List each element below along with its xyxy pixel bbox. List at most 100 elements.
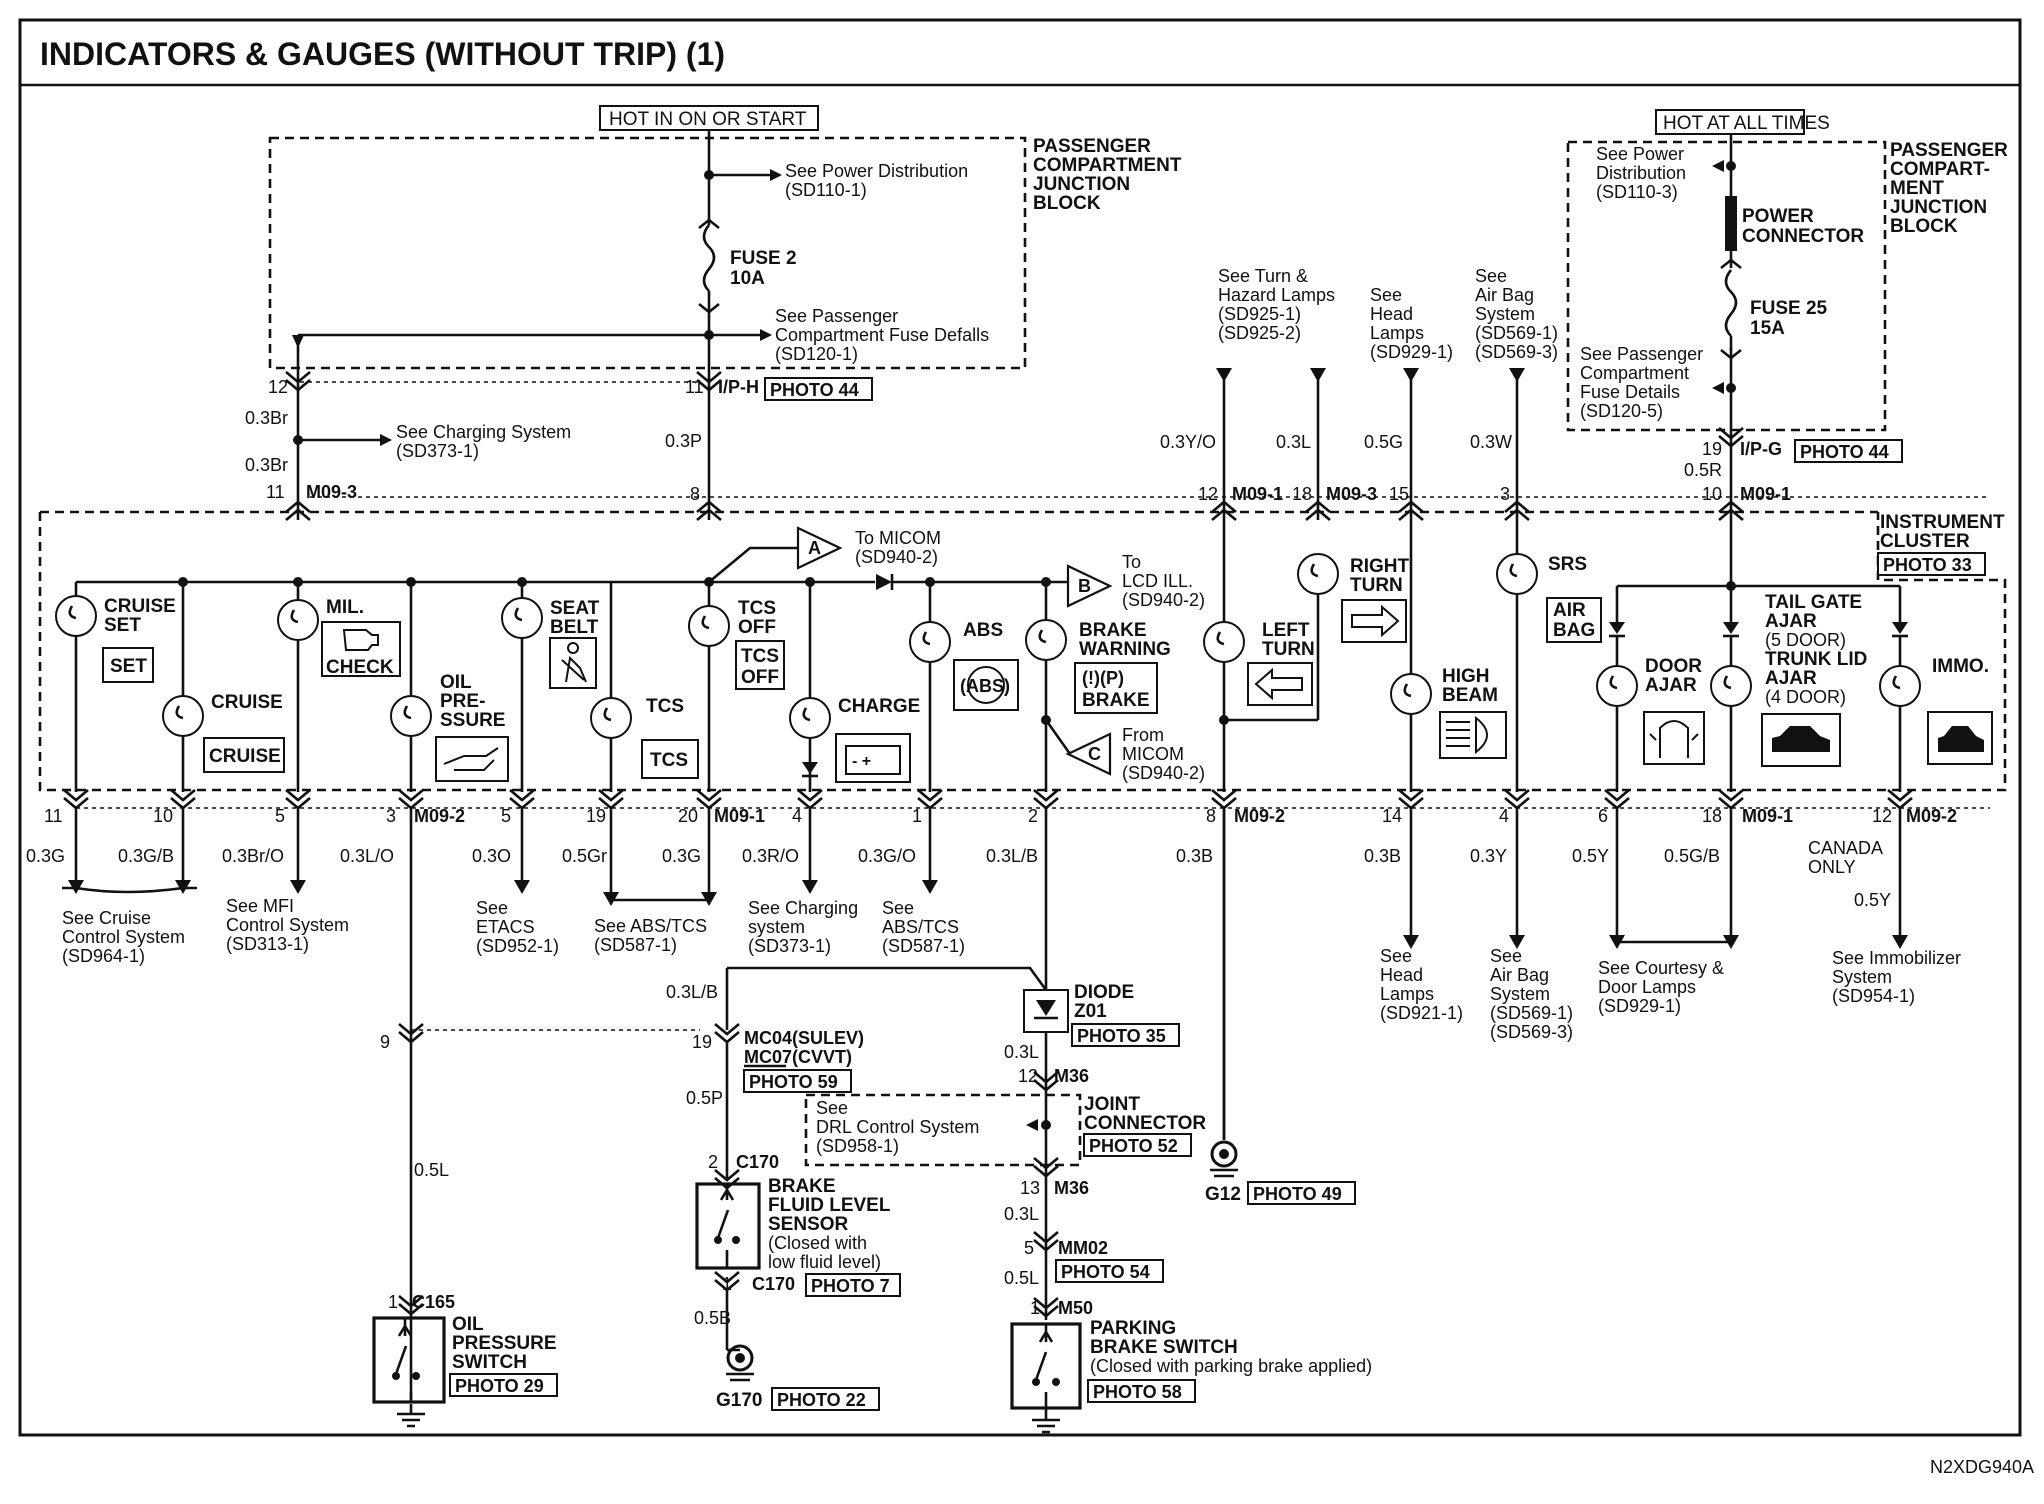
- joint-connector-label-1: JOINT: [1084, 1094, 1140, 1115]
- power-connector-label-1: POWER: [1742, 206, 1814, 227]
- tail-gate-label-2: AJAR: [1765, 611, 1817, 632]
- brake-box-2: BRAKE: [1082, 690, 1150, 711]
- arrow-icon: [770, 169, 782, 181]
- junction-block-right-label-3: MENT: [1890, 178, 1944, 199]
- see-head-lamps-top-3: Lamps: [1370, 323, 1424, 343]
- brake-warning-bulb-icon: [1025, 619, 1067, 661]
- fuse-25-label: FUSE 25: [1750, 298, 1828, 319]
- photo-58: PHOTO 58: [1093, 1382, 1182, 1402]
- pin-11-bottom: 11: [44, 806, 63, 826]
- arrow-icon: [760, 329, 772, 341]
- brake-fluid-label-3: SENSOR: [768, 1214, 849, 1235]
- high-beam-label-2: BEAM: [1442, 685, 1498, 706]
- see-head-lamps-top-2: Head: [1370, 304, 1413, 324]
- pin-19-mc04: 19: [692, 1032, 712, 1052]
- wire-bottom-2: 0.3G/B: [118, 846, 174, 866]
- see-abs-tcs-a-1: See ABS/TCS: [594, 916, 707, 936]
- pin-12-m36: 12: [1018, 1066, 1038, 1086]
- photo-7: PHOTO 7: [811, 1276, 890, 1296]
- from-micom-c-1: From: [1122, 725, 1164, 745]
- see-pass-fuse-left-2: Compartment Fuse Defalls: [775, 325, 989, 345]
- see-turn-hazard-3: (SD925-1): [1218, 304, 1301, 324]
- see-charging-top-2: (SD373-1): [396, 441, 479, 461]
- see-charging-top-1: See Charging System: [396, 422, 571, 442]
- cluster-label-2: CLUSTER: [1880, 531, 1970, 552]
- conn-iph: I/P-H: [718, 377, 759, 397]
- see-mfi-1: See MFI: [226, 896, 294, 916]
- wire-bottom-12: 0.3B: [1364, 846, 1401, 866]
- junction-block-left-label-1: PASSENGER: [1033, 136, 1151, 157]
- see-mfi-2: Control System: [226, 915, 349, 935]
- see-charging-bottom-3: (SD373-1): [748, 936, 831, 956]
- cruise-box-label: CRUISE: [209, 746, 281, 767]
- see-airbag-b-2: Air Bag: [1490, 965, 1549, 985]
- see-airbag-top-5: (SD569-3): [1475, 342, 1558, 362]
- pin-13-m36: 13: [1020, 1178, 1040, 1198]
- conn-c170-a: C170: [736, 1152, 779, 1172]
- svg-text:- +: - +: [852, 753, 871, 770]
- see-head-lamps-b-1: See: [1380, 946, 1412, 966]
- wire-bottom-8: 0.3R/O: [742, 846, 799, 866]
- conn-ipg: I/P-G: [1740, 439, 1782, 459]
- page-title: INDICATORS & GAUGES (WITHOUT TRIP) (1): [40, 36, 725, 72]
- parking-brake-label-1: PARKING: [1090, 1318, 1176, 1339]
- wire-bottom-11: 0.3B: [1176, 846, 1213, 866]
- instrument-cluster-outline: [38, 510, 2007, 792]
- see-abs-tcs-b-1: See: [882, 898, 914, 918]
- air-bag-label-2: BAG: [1553, 620, 1595, 641]
- tail-gate-label-4: TRUNK LID: [1765, 649, 1867, 670]
- arrow-icon: [1712, 160, 1724, 172]
- ref-a-label: A: [808, 538, 821, 558]
- mil-label: MIL.: [326, 597, 364, 618]
- wire-bottom-14: 0.5Y: [1572, 846, 1609, 866]
- see-head-lamps-b-3: Lamps: [1380, 984, 1434, 1004]
- left-turn-label-2: TURN: [1262, 639, 1315, 660]
- tail-gate-label-3: (5 DOOR): [1765, 630, 1846, 650]
- see-drl-3: (SD958-1): [816, 1136, 899, 1156]
- see-airbag-b-3: System: [1490, 984, 1550, 1004]
- wire-label-05g: 0.5G: [1364, 432, 1403, 452]
- see-turn-hazard-1: See Turn &: [1218, 266, 1308, 286]
- joint-connector-outline: [804, 1093, 1082, 1167]
- pin-4-bottom-a: 4: [792, 806, 802, 826]
- diagram-code: N2XDG940A: [1930, 1457, 2034, 1477]
- see-power-dist-right-3: (SD110-3): [1596, 182, 1678, 202]
- wire-label-05r: 0.5R: [1684, 460, 1722, 480]
- seat-belt-label-1: SEAT: [550, 598, 600, 619]
- see-pass-fuse-right-4: (SD120-5): [1580, 401, 1663, 421]
- canada-only-1: CANADA: [1808, 838, 1883, 858]
- pin-12-top: 12: [268, 377, 288, 397]
- pin-3-bottom: 3: [386, 806, 396, 826]
- seat-belt-label-2: BELT: [550, 617, 599, 638]
- see-power-dist-right-1: See Power: [1596, 144, 1684, 164]
- wire-bottom-13: 0.3Y: [1470, 846, 1507, 866]
- wire-bottom-4: 0.3L/O: [340, 846, 394, 866]
- hot-all-times-label: HOT AT ALL TIMES: [1663, 113, 1830, 134]
- right-turn-label-2: TURN: [1350, 575, 1403, 596]
- see-power-dist-left-1: See Power Distribution: [785, 161, 968, 181]
- pin-5-mm02: 5: [1024, 1238, 1034, 1258]
- pin-20-bottom: 20: [678, 806, 698, 826]
- see-immobilizer-3: (SD954-1): [1832, 986, 1915, 1006]
- arrow-icon: [1712, 382, 1724, 394]
- see-head-lamps-top-1: See: [1370, 285, 1402, 305]
- brake-warning-label-2: WARNING: [1079, 639, 1171, 660]
- see-etacs-3: (SD952-1): [476, 936, 559, 956]
- cruise-bulb-icon: [162, 695, 204, 737]
- power-connector-label-2: CONNECTOR: [1742, 226, 1864, 247]
- see-head-lamps-b-2: Head: [1380, 965, 1423, 985]
- tcs-label: TCS: [646, 696, 684, 717]
- junction-block-right-label-1: PASSENGER: [1890, 140, 2008, 161]
- see-head-lamps-top-4: (SD929-1): [1370, 342, 1453, 362]
- see-airbag-b-5: (SD569-3): [1490, 1022, 1573, 1042]
- check-box-label: CHECK: [326, 657, 394, 678]
- pin-15: 15: [1389, 484, 1409, 504]
- see-airbag-top-4: (SD569-1): [1475, 323, 1558, 343]
- wire-03l-lower: 0.3L: [1004, 1204, 1039, 1224]
- pin-10-bottom: 10: [153, 806, 173, 826]
- immo-bulb-icon: [1879, 665, 1921, 707]
- conn-mc07: MC07(CVVT): [744, 1047, 852, 1067]
- wire-03l-diode: 0.3L: [1004, 1042, 1039, 1062]
- wire-bottom-9: 0.3G/O: [858, 846, 916, 866]
- conn-c165: C165: [412, 1292, 455, 1312]
